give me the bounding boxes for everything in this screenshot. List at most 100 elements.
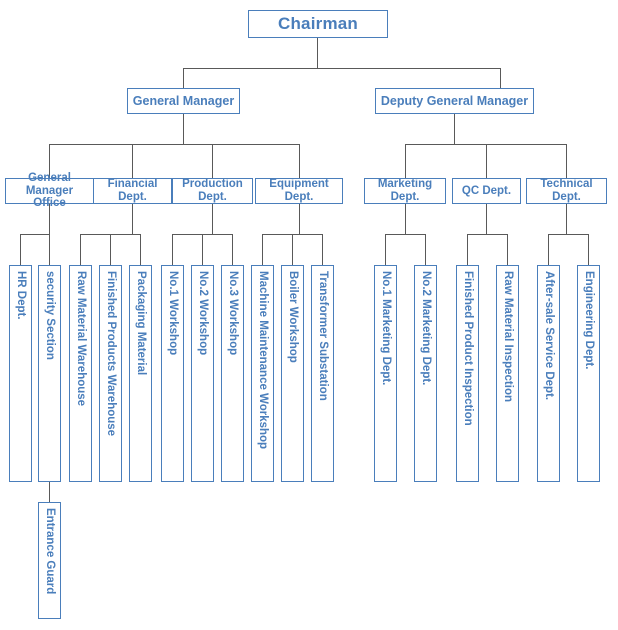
node-finished-product-inspection[interactable]: Finished Product Inspection — [456, 265, 479, 482]
node-hr-dept-label: HR Dept. — [14, 271, 27, 320]
edge-qc-trunk — [486, 204, 487, 234]
node-deputy-general-manager-label: Deputy General Manager — [380, 94, 529, 108]
edge-gmo-trunk — [49, 204, 50, 234]
edge-financial-to-finished-warehouse — [110, 234, 111, 265]
edge-dgm-to-qc — [486, 144, 487, 178]
node-hr-dept[interactable]: HR Dept. — [9, 265, 32, 482]
edge-chairman-trunk — [317, 38, 318, 68]
node-security-section[interactable]: security Section — [38, 265, 61, 482]
node-no1-workshop-label: No.1 Workshop — [166, 271, 179, 356]
node-general-manager-office-label: General Manager Office — [25, 171, 74, 210]
node-no2-workshop[interactable]: No.2 Workshop — [191, 265, 214, 482]
node-raw-material-inspection[interactable]: Raw Material Inspection — [496, 265, 519, 482]
edge-equipment-to-machine-maintenance — [262, 234, 263, 265]
edge-technical-to-engineering — [588, 234, 589, 265]
node-engineering-dept-label: Engineering Dept. — [582, 271, 595, 370]
node-equipment-dept[interactable]: Equipment Dept. — [255, 178, 343, 204]
edge-security-to-entrance-guard — [49, 482, 50, 502]
edge-qc-to-finished-inspection — [467, 234, 468, 265]
node-deputy-general-manager[interactable]: Deputy General Manager — [375, 88, 534, 114]
node-boiler-workshop[interactable]: Boiler Workshop — [281, 265, 304, 482]
edge-dgm-bus — [405, 144, 566, 145]
node-after-sale-service-dept[interactable]: After-sale Service Dept. — [537, 265, 560, 482]
edge-production-trunk — [212, 204, 213, 234]
node-boiler-workshop-label: Boiler Workshop — [286, 271, 299, 363]
node-transformer-substation[interactable]: Transformer Substation — [311, 265, 334, 482]
edge-equipment-trunk — [299, 204, 300, 234]
node-production-dept-label: Production Dept. — [182, 178, 243, 203]
node-raw-material-warehouse-label: Raw Material Warehouse — [74, 271, 87, 407]
edge-dgm-trunk — [454, 114, 455, 144]
node-security-section-label: security Section — [43, 271, 56, 360]
edge-financial-trunk — [132, 204, 133, 234]
node-transformer-substation-label: Transformer Substation — [316, 271, 329, 401]
edge-dgm-to-marketing — [405, 144, 406, 178]
node-equipment-dept-label: Equipment Dept. — [269, 178, 329, 203]
edge-financial-to-packaging — [140, 234, 141, 265]
edge-production-to-ws1 — [172, 234, 173, 265]
edge-equipment-to-transformer — [322, 234, 323, 265]
node-chairman-label: Chairman — [277, 14, 358, 34]
edge-equipment-to-boiler — [292, 234, 293, 265]
edge-gmo-to-hr — [20, 234, 21, 265]
edge-marketing-trunk — [405, 204, 406, 234]
node-general-manager[interactable]: General Manager — [127, 88, 240, 114]
node-no1-workshop[interactable]: No.1 Workshop — [161, 265, 184, 482]
node-after-sale-service-dept-label: After-sale Service Dept. — [542, 271, 555, 401]
edge-marketing-to-mk2 — [425, 234, 426, 265]
edge-marketing-bus — [385, 234, 425, 235]
node-raw-material-inspection-label: Raw Material Inspection — [501, 271, 514, 403]
node-no2-workshop-label: No.2 Workshop — [196, 271, 209, 356]
edge-technical-bus — [548, 234, 588, 235]
node-no1-marketing-dept[interactable]: No.1 Marketing Dept. — [374, 265, 397, 482]
node-no2-marketing-dept[interactable]: No.2 Marketing Dept. — [414, 265, 437, 482]
node-technical-dept-label: Technical Dept. — [540, 178, 593, 203]
node-qc-dept[interactable]: QC Dept. — [452, 178, 521, 204]
edge-gm-to-financial — [132, 144, 133, 178]
node-financial-dept[interactable]: Financial Dept. — [93, 178, 172, 204]
node-finished-products-warehouse-label: Finished Products Warehouse — [104, 271, 117, 437]
edge-gm-to-equipment — [299, 144, 300, 178]
node-entrance-guard[interactable]: Entrance Guard — [38, 502, 61, 619]
node-finished-product-inspection-label: Finished Product Inspection — [461, 271, 474, 426]
edge-gm-bus — [49, 144, 299, 145]
edge-production-to-ws3 — [232, 234, 233, 265]
node-no1-marketing-dept-label: No.1 Marketing Dept. — [379, 271, 392, 386]
node-general-manager-label: General Manager — [132, 94, 235, 108]
node-entrance-guard-label: Entrance Guard — [43, 508, 56, 595]
node-no3-workshop-label: No.3 Workshop — [226, 271, 239, 356]
edge-gmo-to-security — [49, 234, 50, 265]
node-no2-marketing-dept-label: No.2 Marketing Dept. — [419, 271, 432, 386]
node-no3-workshop[interactable]: No.3 Workshop — [221, 265, 244, 482]
node-marketing-dept-label: Marketing Dept. — [377, 178, 433, 203]
edge-gm-to-gmo — [49, 144, 50, 178]
edge-gmo-bus — [20, 234, 49, 235]
node-packaging-material[interactable]: Packaging Material — [129, 265, 152, 482]
edge-technical-trunk — [566, 204, 567, 234]
node-finished-products-warehouse[interactable]: Finished Products Warehouse — [99, 265, 122, 482]
edge-to-deputy-general-manager — [500, 68, 501, 88]
node-chairman[interactable]: Chairman — [248, 10, 388, 38]
node-raw-material-warehouse[interactable]: Raw Material Warehouse — [69, 265, 92, 482]
edge-dgm-to-technical — [566, 144, 567, 178]
edge-chairman-bus — [183, 68, 501, 69]
edge-production-to-ws2 — [202, 234, 203, 265]
node-general-manager-office[interactable]: General Manager Office — [5, 172, 94, 209]
node-marketing-dept[interactable]: Marketing Dept. — [364, 178, 446, 204]
node-machine-maintenance-workshop-label: Machine Maintenance Workshop — [256, 271, 269, 450]
node-engineering-dept[interactable]: Engineering Dept. — [577, 265, 600, 482]
edge-gm-trunk — [183, 114, 184, 144]
node-machine-maintenance-workshop[interactable]: Machine Maintenance Workshop — [251, 265, 274, 482]
edge-qc-to-raw-inspection — [507, 234, 508, 265]
node-financial-dept-label: Financial Dept. — [107, 178, 158, 203]
node-packaging-material-label: Packaging Material — [134, 271, 147, 376]
node-qc-dept-label: QC Dept. — [461, 184, 512, 197]
edge-gm-to-production — [212, 144, 213, 178]
edge-marketing-to-mk1 — [385, 234, 386, 265]
edge-qc-bus — [467, 234, 507, 235]
edge-financial-to-raw-warehouse — [80, 234, 81, 265]
edge-to-general-manager — [183, 68, 184, 88]
node-production-dept[interactable]: Production Dept. — [172, 178, 253, 204]
node-technical-dept[interactable]: Technical Dept. — [526, 178, 607, 204]
